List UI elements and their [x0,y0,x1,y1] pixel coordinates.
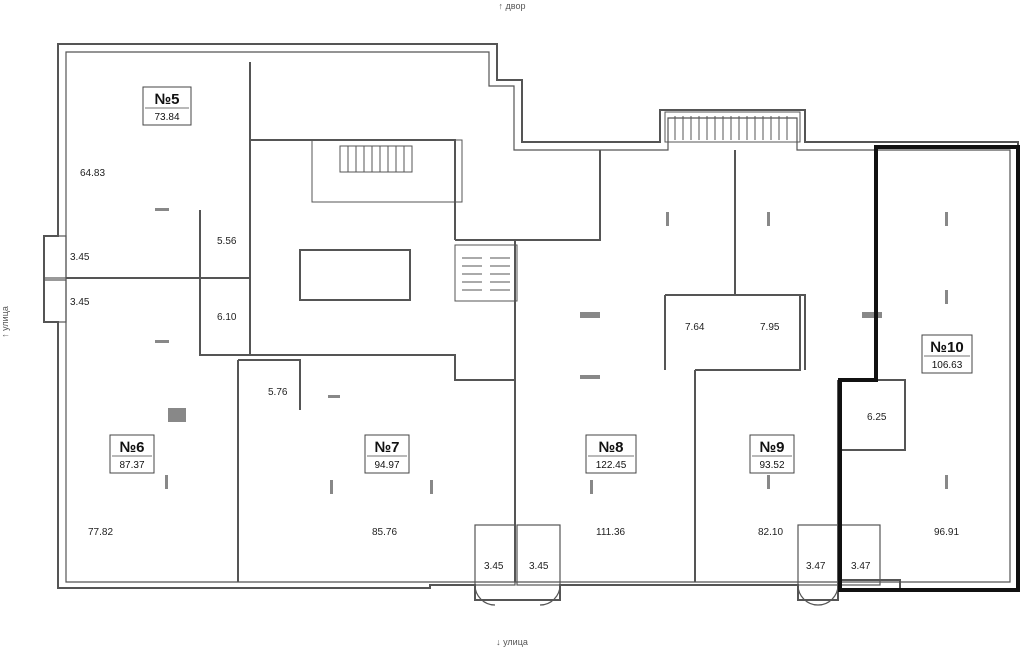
unit-10-highlight [838,145,1020,592]
room-area: 85.76 [372,527,397,538]
room-area: 3.45 [529,561,549,572]
unit-10-label: №10 106.63 [921,334,973,374]
room-area: 3.47 [851,561,871,572]
unit-number: №9 [759,439,784,456]
room-area: 6.25 [867,412,887,423]
room-area: 111.36 [596,527,626,538]
room-area: 3.45 [484,561,504,572]
orientation-bottom: ↓ улица [496,637,528,647]
room-area: 5.56 [217,236,237,247]
unit-9-label: №9 93.52 [749,434,795,474]
staircase-core [311,139,518,302]
room-area: 3.45 [70,252,90,263]
unit-number: №7 [374,439,399,456]
room-area: 77.82 [88,527,113,538]
unit-number: №10 [930,339,963,356]
exterior-walls [43,43,1019,601]
room-area: 6.10 [217,312,237,323]
unit-8-label: №8 122.45 [585,434,637,474]
structural-columns [155,208,948,494]
unit-total-area: 122.45 [596,460,627,471]
unit-total-area: 93.52 [759,460,784,471]
unit-number: №8 [598,439,623,456]
room-area: 96.91 [934,527,959,538]
unit-6-label: №6 87.37 [109,434,155,474]
unit-5-label: №5 73.84 [142,86,192,126]
orientation-left: ↑ улица [0,306,10,338]
room-area: 3.47 [806,561,826,572]
unit-total-area: 94.97 [374,460,399,471]
room-area: 3.45 [70,297,90,308]
staircase-top [664,111,801,143]
room-area: 7.64 [685,322,705,333]
unit-7-label: №7 94.97 [364,434,410,474]
room-area: 7.95 [760,322,780,333]
unit-number: №6 [119,439,144,456]
room-area: 64.83 [80,168,105,179]
room-area: 5.76 [268,387,288,398]
unit-total-area: 87.37 [119,460,144,471]
unit-total-area: 106.63 [932,360,963,371]
orientation-top: ↑ двор [499,1,526,11]
unit-number: №5 [154,91,179,108]
room-area: 82.10 [758,527,783,538]
unit-total-area: 73.84 [154,112,179,123]
